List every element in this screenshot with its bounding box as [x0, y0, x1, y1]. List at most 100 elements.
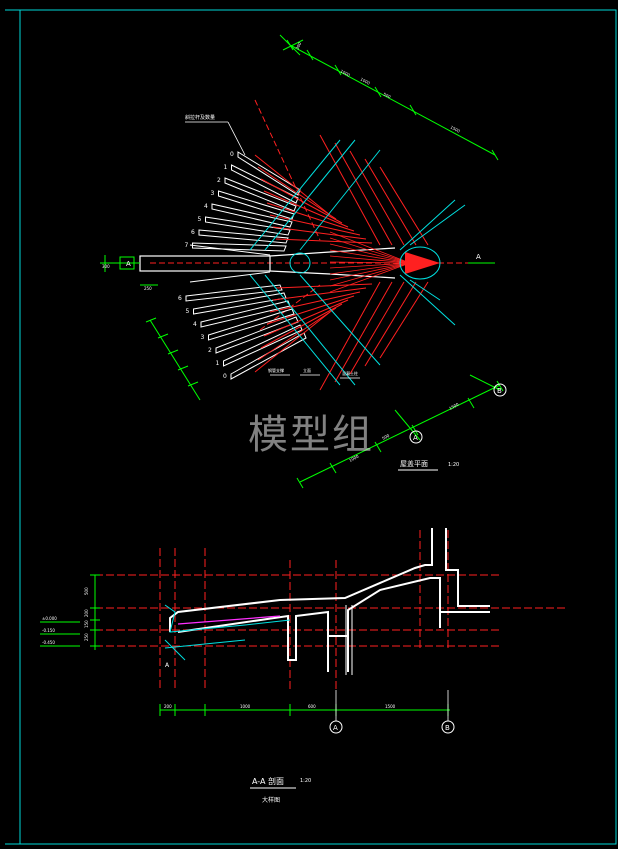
rib-number: 4	[193, 321, 197, 328]
red-fan-line	[329, 231, 411, 264]
plan-tip	[405, 252, 440, 274]
red-brace-line	[272, 287, 367, 301]
section-bottom-dim-texts: 200 1000 600 1500	[164, 704, 396, 709]
rib-number: 3	[211, 190, 215, 197]
red-diagonal	[334, 142, 393, 246]
section-grid-label-a: A	[333, 724, 338, 732]
section-grid-label-b: B	[445, 724, 450, 732]
section-columns	[327, 610, 349, 672]
upper-rib	[218, 190, 295, 220]
plan-grid-bubble-a	[409, 430, 423, 444]
upper-rib	[198, 229, 289, 244]
svg-text:150: 150	[84, 620, 89, 628]
plan-label-1: 钢管支撑	[268, 367, 284, 373]
red-fan-line	[329, 255, 411, 264]
lower-rib	[193, 292, 287, 315]
section-outline	[169, 528, 490, 661]
svg-text:600: 600	[308, 704, 316, 709]
svg-text:1000: 1000	[360, 76, 372, 85]
section-cyan-lines	[164, 604, 291, 661]
lower-rib	[215, 316, 299, 354]
svg-text:1000: 1000	[340, 68, 352, 77]
svg-text:1000: 1000	[240, 704, 251, 709]
rib-number: 5	[186, 308, 190, 315]
plan-callout-leader	[185, 121, 246, 156]
red-brace-line	[260, 303, 343, 349]
red-diagonal	[334, 281, 393, 383]
plan-dimension-top	[279, 34, 499, 161]
section-dimension-bottom	[159, 704, 450, 716]
plan-title: 屋盖平面	[400, 459, 428, 468]
section-axis-horizontal	[95, 574, 565, 647]
plan-center-circle	[289, 252, 311, 274]
plan-dim-texts: 300 1000 1000 500 1500 1000 500 1500 300…	[102, 41, 461, 463]
red-fan-line	[329, 243, 411, 264]
red-brace-line	[263, 190, 349, 228]
section-mark-left: A	[126, 260, 131, 268]
rib-number: 3	[201, 334, 205, 341]
svg-text:-0.450: -0.450	[42, 640, 55, 645]
svg-text:±0.000: ±0.000	[42, 616, 57, 621]
red-brace-lines-upper	[254, 134, 429, 246]
red-fan-line	[329, 262, 411, 281]
red-brace-line	[257, 307, 337, 361]
red-brace-line	[254, 154, 331, 216]
watermark: 模型组	[248, 412, 374, 458]
red-fan-line	[329, 262, 411, 287]
plan-label-2: 立面	[303, 367, 311, 373]
rib-number: 7	[185, 242, 189, 249]
upper-rib	[192, 242, 287, 252]
plan-bottom-leaders	[270, 374, 360, 379]
svg-text:300: 300	[294, 41, 302, 50]
red-brace-line	[254, 311, 331, 373]
rib-number: 0	[223, 373, 227, 380]
red-brace-line	[266, 295, 355, 325]
plan-callout: 斜拉杆及数量	[185, 114, 215, 121]
section-axis-vertical	[159, 530, 449, 690]
red-fan-line	[329, 262, 411, 275]
plan-tip-circle	[399, 246, 441, 280]
svg-text:200: 200	[84, 609, 89, 617]
section-scale: 1:20	[300, 778, 311, 784]
upper-rib	[211, 203, 293, 228]
section-magenta-line	[177, 615, 281, 625]
red-brace-line	[275, 283, 373, 289]
cyan-grid-lines	[249, 139, 466, 386]
drawing-frame	[5, 9, 617, 845]
section-arrow-left	[112, 256, 140, 270]
svg-text:1500: 1500	[385, 704, 396, 709]
red-diagonal	[349, 281, 405, 375]
red-brace-line	[272, 226, 367, 240]
section-mark: A	[165, 662, 170, 669]
red-fan-line	[329, 261, 411, 264]
red-diagonal	[379, 281, 429, 359]
rib-main-line	[189, 271, 271, 283]
rib-number: 1	[216, 360, 220, 367]
rib-number: 1	[224, 164, 228, 171]
svg-text:1500: 1500	[450, 124, 462, 133]
section-mark-right: A	[476, 253, 481, 261]
svg-text:500: 500	[381, 433, 390, 441]
plan-dimension-left	[100, 255, 201, 401]
section-view: 500 200 150 250 ±0.000 -0.150 -0.450 200…	[40, 528, 565, 804]
svg-text:1000: 1000	[348, 453, 360, 462]
section-dimension-left	[40, 574, 100, 650]
red-fan-line	[329, 262, 411, 293]
red-diagonal	[379, 166, 429, 246]
rib-main-line	[189, 244, 271, 256]
upper-ribs	[189, 151, 301, 256]
svg-text:200: 200	[164, 704, 172, 709]
section-left-dim-texts: 500 200 150 250 ±0.000 -0.150 -0.450	[42, 587, 89, 645]
red-diagonal	[364, 281, 417, 367]
svg-text:-0.150: -0.150	[42, 628, 55, 633]
plan-view: A A	[100, 34, 507, 489]
red-fan-line	[329, 249, 411, 264]
section-edge-lines	[345, 605, 353, 675]
lower-rib	[230, 332, 307, 380]
red-fan-lines	[329, 231, 411, 293]
svg-text:500: 500	[383, 91, 392, 99]
lower-rib	[185, 284, 283, 302]
lower-rib	[208, 308, 295, 341]
